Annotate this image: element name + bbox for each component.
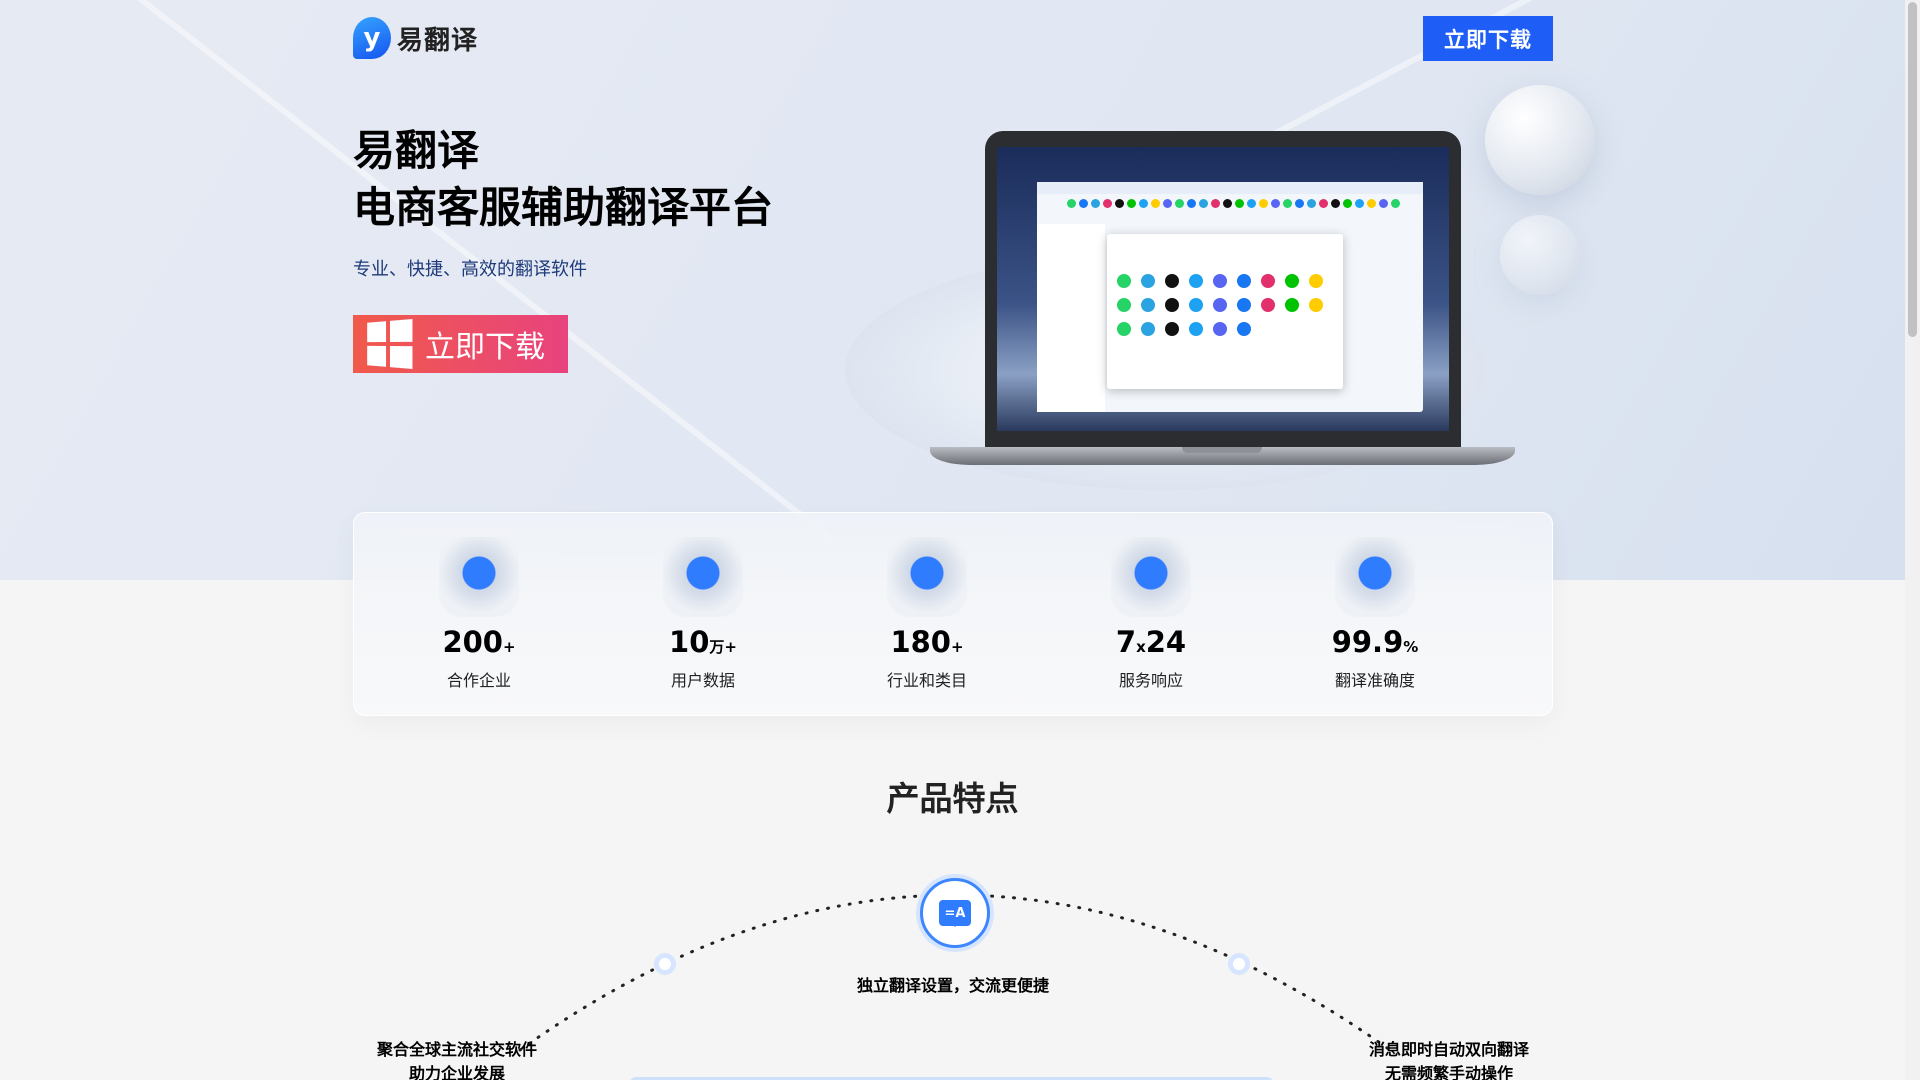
stat-label: 合作企业	[446, 671, 511, 690]
feature-right: 消息即时自动双向翻译 无需频繁手动操作	[1319, 1038, 1579, 1080]
cube-icon	[439, 537, 519, 617]
globe-icon	[1335, 537, 1415, 617]
stat-label: 用户数据	[670, 671, 735, 690]
stat-unit: +	[502, 638, 516, 656]
scrollbar-thumb[interactable]	[1908, 2, 1917, 337]
stat-service: 7x24 服务响应	[1051, 537, 1251, 691]
hero-title-line1: 易翻译	[353, 126, 480, 175]
stat-label: 翻译准确度	[1334, 671, 1415, 690]
hero-title-line2: 电商客服辅助翻译平台	[353, 183, 774, 232]
stat-value: 200	[442, 625, 503, 659]
windows-download-label: 立即下载	[425, 330, 545, 365]
feature-left-line2: 助力企业发展	[408, 1064, 505, 1080]
gem-icon	[663, 537, 743, 617]
arc-node	[654, 953, 676, 975]
stat-value: 10	[669, 625, 710, 659]
stat-users: 10万+ 用户数据	[603, 537, 803, 691]
page-scrollbar[interactable]	[1905, 0, 1920, 1080]
stat-unit: +	[950, 638, 964, 656]
header-download-button[interactable]: 立即下载	[1423, 16, 1553, 61]
hero-subtitle: 专业、快捷、高效的翻译软件	[353, 259, 587, 280]
logo[interactable]: y 易翻译	[353, 17, 478, 59]
laptop-notch	[1182, 447, 1262, 453]
feature-right-line2: 无需频繁手动操作	[1384, 1064, 1513, 1080]
stat-value: 180	[890, 625, 951, 659]
hero-section: y 易翻译 立即下载 易翻译 电商客服辅助翻译平台 专业、快捷、高效的翻译软件 …	[0, 0, 1905, 580]
feature-hub[interactable]: =A	[920, 878, 990, 948]
stat-value: 7	[1115, 625, 1137, 659]
app-preview	[1037, 182, 1423, 412]
stat-value: 99.9	[1331, 625, 1404, 659]
server-icon	[1111, 537, 1191, 617]
laptop-base	[930, 447, 1515, 465]
logo-text: 易翻译	[397, 25, 479, 56]
feature-left-line1: 聚合全球主流社交软件	[376, 1040, 537, 1059]
stat-industries: 180+ 行业和类目	[827, 537, 1027, 691]
stat-unit: 万+	[709, 638, 737, 656]
laptop-screenshot	[985, 131, 1461, 451]
stat-label: 服务响应	[1118, 671, 1183, 690]
feature-left: 聚合全球主流社交软件 助力企业发展	[327, 1038, 587, 1080]
stat-label: 行业和类目	[886, 671, 967, 690]
stat-partners: 200+ 合作企业	[379, 537, 579, 691]
sphere-decoration	[1500, 215, 1580, 295]
stat-value: 24	[1145, 625, 1187, 659]
sphere-decoration	[1485, 85, 1595, 195]
hero-title: 易翻译 电商客服辅助翻译平台	[353, 122, 773, 236]
translate-icon: =A	[939, 900, 971, 927]
features-title: 产品特点	[886, 779, 1019, 818]
laptop-screen	[997, 147, 1449, 431]
windows-download-button[interactable]: 立即下载	[353, 315, 568, 373]
stat-accuracy: 99.9% 翻译准确度	[1275, 537, 1475, 691]
feature-preview-box	[630, 1077, 1273, 1080]
shield-icon	[887, 537, 967, 617]
feature-right-line1: 消息即时自动双向翻译	[1368, 1040, 1529, 1059]
logo-icon: y	[353, 17, 391, 59]
arc-node	[1228, 953, 1250, 975]
stats-card: 200+ 合作企业 10万+ 用户数据 180+ 行业和类目 7x24 服务响应…	[353, 512, 1553, 716]
stat-unit: x	[1136, 638, 1146, 656]
feature-center: 独立翻译设置，交流更便捷	[856, 976, 1049, 995]
stat-unit: %	[1403, 638, 1419, 656]
